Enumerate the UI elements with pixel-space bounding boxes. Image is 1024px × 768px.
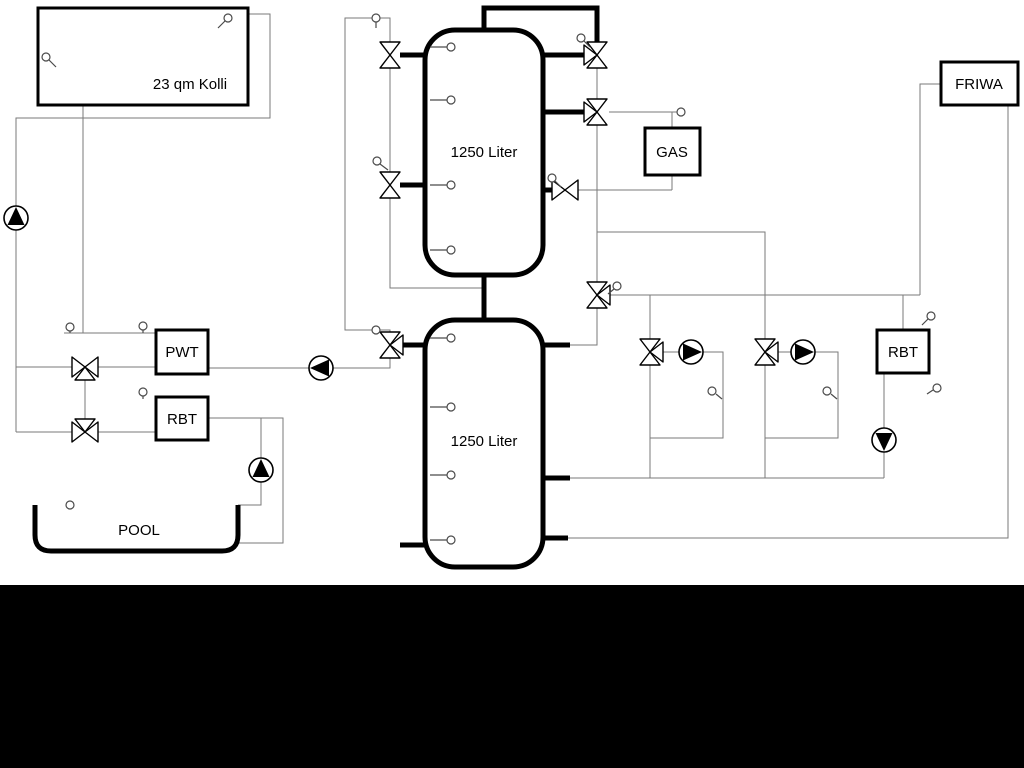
pwt-label: PWT [165, 344, 198, 361]
pwt-box [154, 328, 210, 376]
three-way-valve-tank2-left [379, 331, 404, 359]
three-way-valve-header [586, 281, 611, 309]
rbt-left-box [154, 395, 210, 442]
three-way-valve-tank1-top-right [583, 41, 608, 69]
circuit2-pump [790, 339, 816, 365]
circuit1-pump [678, 339, 704, 365]
rbt-right-box [875, 328, 931, 375]
valve-tank1-mid-left [379, 171, 401, 199]
buffer-tank-bottom-label: 1250 Liter [451, 433, 518, 450]
pwt-pool-circuit-pipes [16, 358, 391, 544]
solar-pump [3, 205, 29, 231]
rbt-left-label: RBT [167, 411, 197, 428]
rbt-right-label: RBT [888, 344, 918, 361]
pool-label: POOL [118, 522, 160, 539]
pwt-pump [308, 355, 334, 381]
solar-collector-box [36, 6, 250, 107]
buffer-tank-bottom [422, 317, 546, 570]
main-thick-pipes [400, 5, 600, 548]
three-way-valve-gas-supply [583, 98, 608, 126]
tank-right-distribution-pipes [570, 68, 920, 346]
three-way-mixer-circuit2 [754, 338, 779, 366]
temperature-sensor-icons [41, 13, 942, 545]
tank-left-charging-pipes [344, 17, 484, 332]
rbt-right-pump [871, 427, 897, 453]
three-way-valve-pwt-supply [71, 356, 99, 381]
buffer-tank-top-label: 1250 Liter [451, 144, 518, 161]
gas-boiler-box [643, 126, 702, 177]
valve-tank1-mid-right [551, 179, 579, 201]
friwa-box [939, 60, 1020, 107]
three-way-valve-rbt-supply [71, 418, 99, 443]
pool-pump [248, 457, 274, 483]
three-way-mixer-circuit1 [639, 338, 664, 366]
right-side-pipes [568, 83, 1009, 539]
friwa-label: FRIWA [955, 76, 1003, 93]
pool-basin [32, 505, 241, 554]
valve-tank1-top-left [379, 41, 401, 69]
gas-label: GAS [656, 144, 688, 161]
letterbox-bottom [0, 585, 1024, 768]
collector-label: 23 qm Kolli [153, 76, 227, 93]
buffer-tank-top [422, 27, 546, 278]
